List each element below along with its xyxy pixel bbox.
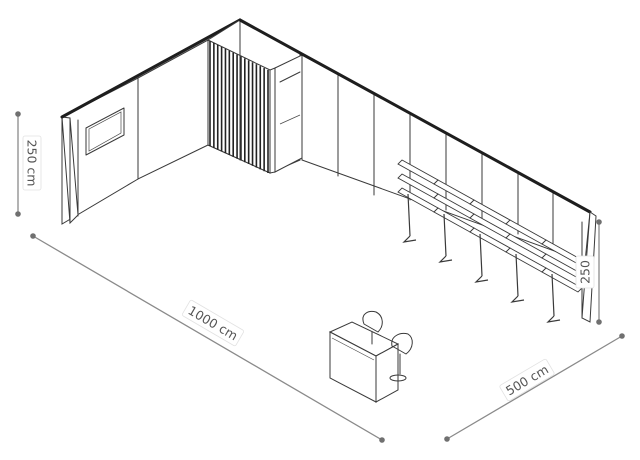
shelf-unit (397, 159, 439, 243)
top-rail-left (60, 18, 242, 119)
shelving-units (397, 159, 583, 323)
bar-stool-back (362, 311, 383, 345)
slat-lines (209, 41, 269, 173)
reception-counter (328, 321, 400, 403)
back-left-wall (137, 39, 209, 180)
right-height-label: 250 (578, 260, 593, 284)
shelf-unit (505, 219, 547, 303)
back-right-wall (301, 54, 591, 263)
dimension-length: 1000 cm (30, 233, 385, 443)
shelf-leg (438, 213, 453, 263)
shelf-leg (546, 273, 561, 323)
shelf-leg (510, 253, 525, 303)
dimension-left-height: 250 cm (15, 111, 42, 217)
dimension-right-height: 250 (575, 219, 602, 325)
shelf-unit (541, 239, 583, 323)
shelf-leg (402, 193, 417, 243)
left-end-wall (61, 77, 139, 225)
storage-room (207, 19, 303, 174)
length-label: 1000 cm (186, 303, 241, 344)
dimension-depth: 500 cm (444, 333, 625, 442)
top-rail-right (238, 18, 592, 214)
left-height-label: 250 cm (25, 140, 40, 187)
bar-stool-front (389, 333, 413, 382)
wall-monitor (85, 107, 125, 156)
shelf-leg (474, 233, 489, 283)
